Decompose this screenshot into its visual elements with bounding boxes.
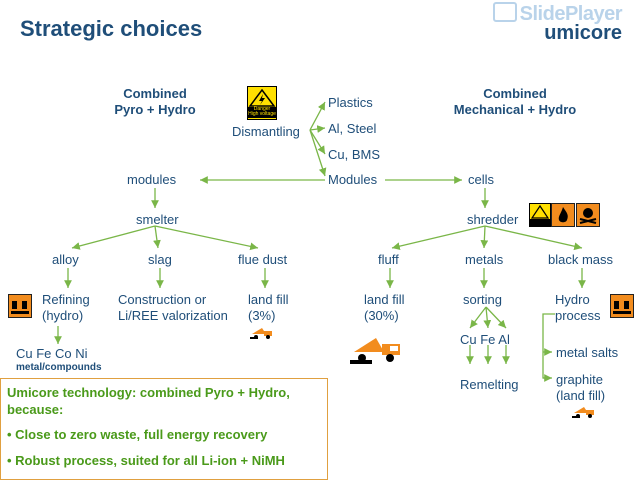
arrow-al-steel (309, 125, 326, 133)
connector-lines (54, 101, 586, 382)
sorting-label: sorting (463, 292, 503, 307)
box-bullet-2: • Robust process, suited for all Li-ion … (7, 453, 285, 468)
arrow-cu-bms (309, 129, 326, 155)
metals-label: metals (465, 252, 504, 267)
left-header: Combined Pyro + Hydro (114, 86, 196, 117)
brand-logo: umicore (544, 22, 622, 44)
dismantling-label: Dismantling (232, 124, 300, 139)
corrosive-hazard-icon (8, 294, 32, 318)
alloy-label: alloy (52, 252, 79, 267)
box-heading-1: Umicore technology: combined Pyro + Hydr… (7, 385, 290, 400)
watermark-logo: SlidePlayer (492, 2, 623, 26)
graphite-landfill-label: (land fill) (556, 388, 606, 403)
cu-fe-co-ni-label: Cu Fe Co Ni (16, 346, 88, 361)
umicore-technology-box: Umicore technology: combined Pyro + Hydr… (0, 378, 328, 480)
arrow-to-flue-dust (154, 225, 259, 251)
arrow-to-alloy (71, 225, 156, 250)
hydro-label: Hydro (555, 292, 590, 307)
arrow-modules (309, 129, 327, 177)
arrow-to-black-mass (484, 225, 583, 251)
construction-label: Construction or (118, 292, 207, 307)
danger-sign-icon (529, 203, 551, 227)
process-label: process (555, 308, 601, 323)
graphite-label: graphite (556, 372, 603, 387)
cu-fe-al-label: Cu Fe Al (460, 332, 510, 347)
arrow-to-fluff (391, 225, 486, 250)
shredder-label: shredder (467, 212, 519, 227)
box-bullet-1: • Close to zero waste, full energy recov… (7, 427, 268, 442)
landfill-right-pct: (30%) (364, 308, 399, 323)
flue-dust-label: flue dust (238, 252, 288, 267)
flammable-hazard-icon (551, 203, 575, 227)
slideplayer-icon (492, 2, 517, 22)
arrow-to-cu (469, 306, 487, 329)
landfill-right-label: land fill (364, 292, 405, 307)
metal-salts-label: metal salts (556, 345, 619, 360)
slag-label: slag (148, 252, 172, 267)
al-steel-label: Al, Steel (328, 121, 377, 136)
remelting-label: Remelting (460, 377, 519, 392)
black-mass-label: black mass (548, 252, 614, 267)
refining-hydro-label: (hydro) (42, 308, 84, 323)
smelter-label: smelter (136, 212, 179, 227)
bracket-hydro (542, 313, 555, 379)
fluff-label: fluff (378, 252, 399, 267)
landfill-left-pct: (3%) (248, 308, 276, 323)
corrosive-hazard-icon-right (610, 294, 634, 318)
valorization-label: Li/REE valorization (118, 308, 228, 323)
modules-center-label: Modules (328, 172, 378, 187)
modules-label: modules (127, 172, 177, 187)
arrow-to-fe (483, 306, 492, 329)
cu-bms-label: Cu, BMS (328, 147, 381, 162)
metal-compounds-label: metal/compounds (16, 362, 102, 373)
plastics-label: Plastics (328, 95, 373, 110)
page-title: Strategic choices (20, 16, 203, 41)
landfill-left-label: land fill (248, 292, 289, 307)
refining-label: Refining (42, 292, 90, 307)
box-heading-2: because: (7, 402, 64, 417)
right-header: Combined Mechanical + Hydro (453, 86, 577, 117)
arrow-plastics (309, 101, 326, 131)
arrow-to-slag (153, 225, 161, 249)
toxic-hazard-icon (576, 203, 600, 227)
cells-label: cells (468, 172, 495, 187)
arrow-to-al (485, 306, 507, 329)
arrow-to-metals (480, 225, 489, 249)
